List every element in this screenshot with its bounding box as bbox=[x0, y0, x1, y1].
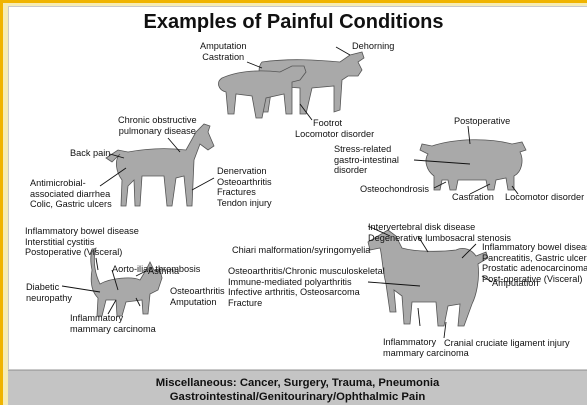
label-osteochondrosis: Osteochondrosis bbox=[360, 184, 429, 195]
label-cat-mammary-line2: mammary carcinoma bbox=[70, 324, 156, 335]
label-back-pain: Back pain bbox=[70, 148, 110, 159]
label-cat-postoperative: Postoperative (Visceral) bbox=[25, 247, 139, 258]
label-cruciate: Cranial cruciate ligament injury bbox=[444, 338, 570, 349]
label-pig-locomotor: Locomotor disorder bbox=[505, 192, 584, 203]
label-cat-osteo: Osteoarthritis Amputation bbox=[170, 286, 225, 307]
label-copd-line1: Chronic obstructive bbox=[118, 115, 197, 126]
label-stress-line3: disorder bbox=[334, 165, 399, 176]
label-intervertebral: Intervertebral disk disease bbox=[368, 222, 511, 233]
label-fractures: Fractures bbox=[217, 187, 272, 198]
label-copd: Chronic obstructive pulmonary disease bbox=[118, 115, 197, 136]
pig-silhouette bbox=[420, 140, 526, 190]
label-neuropathy: neuropathy bbox=[26, 293, 72, 304]
label-pancreatitis: Pancreatitis, Gastric ulcers bbox=[482, 253, 587, 264]
label-footrot: Footrot bbox=[295, 118, 374, 129]
dog-silhouette bbox=[368, 230, 488, 326]
label-chiari: Chiari malformation/syringomyelia bbox=[232, 245, 370, 256]
label-cat-visceral: Inflammatory bowel disease Interstitial … bbox=[25, 226, 139, 258]
label-castration: Castration bbox=[200, 52, 246, 63]
label-pig-castration: Castration bbox=[452, 192, 494, 203]
label-dog-amputation: Amputation bbox=[492, 278, 538, 289]
label-stress-line2: gastro-intestinal bbox=[334, 155, 399, 166]
label-colic: Colic, Gastric ulcers bbox=[30, 199, 112, 210]
label-cat-osteoarthritis: Osteoarthritis bbox=[170, 286, 225, 297]
footer-miscellaneous: Miscellaneous: Cancer, Surgery, Trauma, … bbox=[8, 370, 587, 405]
label-footrot-locomotor: Footrot Locomotor disorder bbox=[295, 118, 374, 139]
label-cat-mammary-line1: Inflammatory bbox=[70, 313, 156, 324]
cat-silhouette bbox=[91, 248, 162, 316]
label-horse-gi: Antimicrobial- associated diarrhea Colic… bbox=[30, 178, 112, 210]
label-asthma: Asthma bbox=[148, 266, 179, 277]
label-dog-fracture: Fracture bbox=[228, 298, 385, 309]
label-infective-arthritis: Infective arthritis, Osteosarcoma bbox=[228, 287, 385, 298]
label-dog-musculoskeletal: Osteoarthritis/Chronic musculoskeletal I… bbox=[228, 266, 385, 308]
sheep-silhouette bbox=[219, 66, 306, 118]
label-stress-line1: Stress-related bbox=[334, 144, 399, 155]
label-diabetic-neuropathy: Diabetic neuropathy bbox=[26, 282, 72, 303]
label-diabetic: Diabetic bbox=[26, 282, 72, 293]
label-horse-musculoskeletal: Denervation Osteoarthritis Fractures Ten… bbox=[217, 166, 272, 208]
label-diarrhea: associated diarrhea bbox=[30, 189, 112, 200]
label-tendon-injury: Tendon injury bbox=[217, 198, 272, 209]
label-dog-ibd: Inflammatory bowel disease bbox=[482, 242, 587, 253]
label-amputation-castration: Amputation Castration bbox=[200, 41, 246, 62]
label-dog-mammary-line2: mammary carcinoma bbox=[383, 348, 469, 359]
footer-line2: Gastrointestinal/Genitourinary/Ophthalmi… bbox=[8, 390, 587, 404]
label-interstitial-cystitis: Interstitial cystitis bbox=[25, 237, 139, 248]
label-cat-ibd: Inflammatory bowel disease bbox=[25, 226, 139, 237]
label-ivdd: Intervertebral disk disease Degenerative… bbox=[368, 222, 511, 243]
label-dog-osteoarthritis: Osteoarthritis/Chronic musculoskeletal bbox=[228, 266, 385, 277]
label-amputation: Amputation bbox=[200, 41, 246, 52]
label-copd-line2: pulmonary disease bbox=[118, 126, 197, 137]
label-cat-amputation: Amputation bbox=[170, 297, 225, 308]
label-stress-gi: Stress-related gastro-intestinal disorde… bbox=[334, 144, 399, 176]
label-denervation: Denervation bbox=[217, 166, 272, 177]
label-dehorning: Dehorning bbox=[352, 41, 394, 52]
label-locomotor-disorder: Locomotor disorder bbox=[295, 129, 374, 140]
label-prostatic: Prostatic adenocarcinoma bbox=[482, 263, 587, 274]
label-antimicrobial: Antimicrobial- bbox=[30, 178, 112, 189]
horse-silhouette bbox=[106, 124, 214, 206]
label-horse-osteoarthritis: Osteoarthritis bbox=[217, 177, 272, 188]
label-polyarthritis: Immune-mediated polyarthritis bbox=[228, 277, 385, 288]
footer-line1: Miscellaneous: Cancer, Surgery, Trauma, … bbox=[8, 376, 587, 390]
label-cat-mammary: Inflammatory mammary carcinoma bbox=[70, 313, 156, 334]
label-pig-postoperative: Postoperative bbox=[454, 116, 510, 127]
